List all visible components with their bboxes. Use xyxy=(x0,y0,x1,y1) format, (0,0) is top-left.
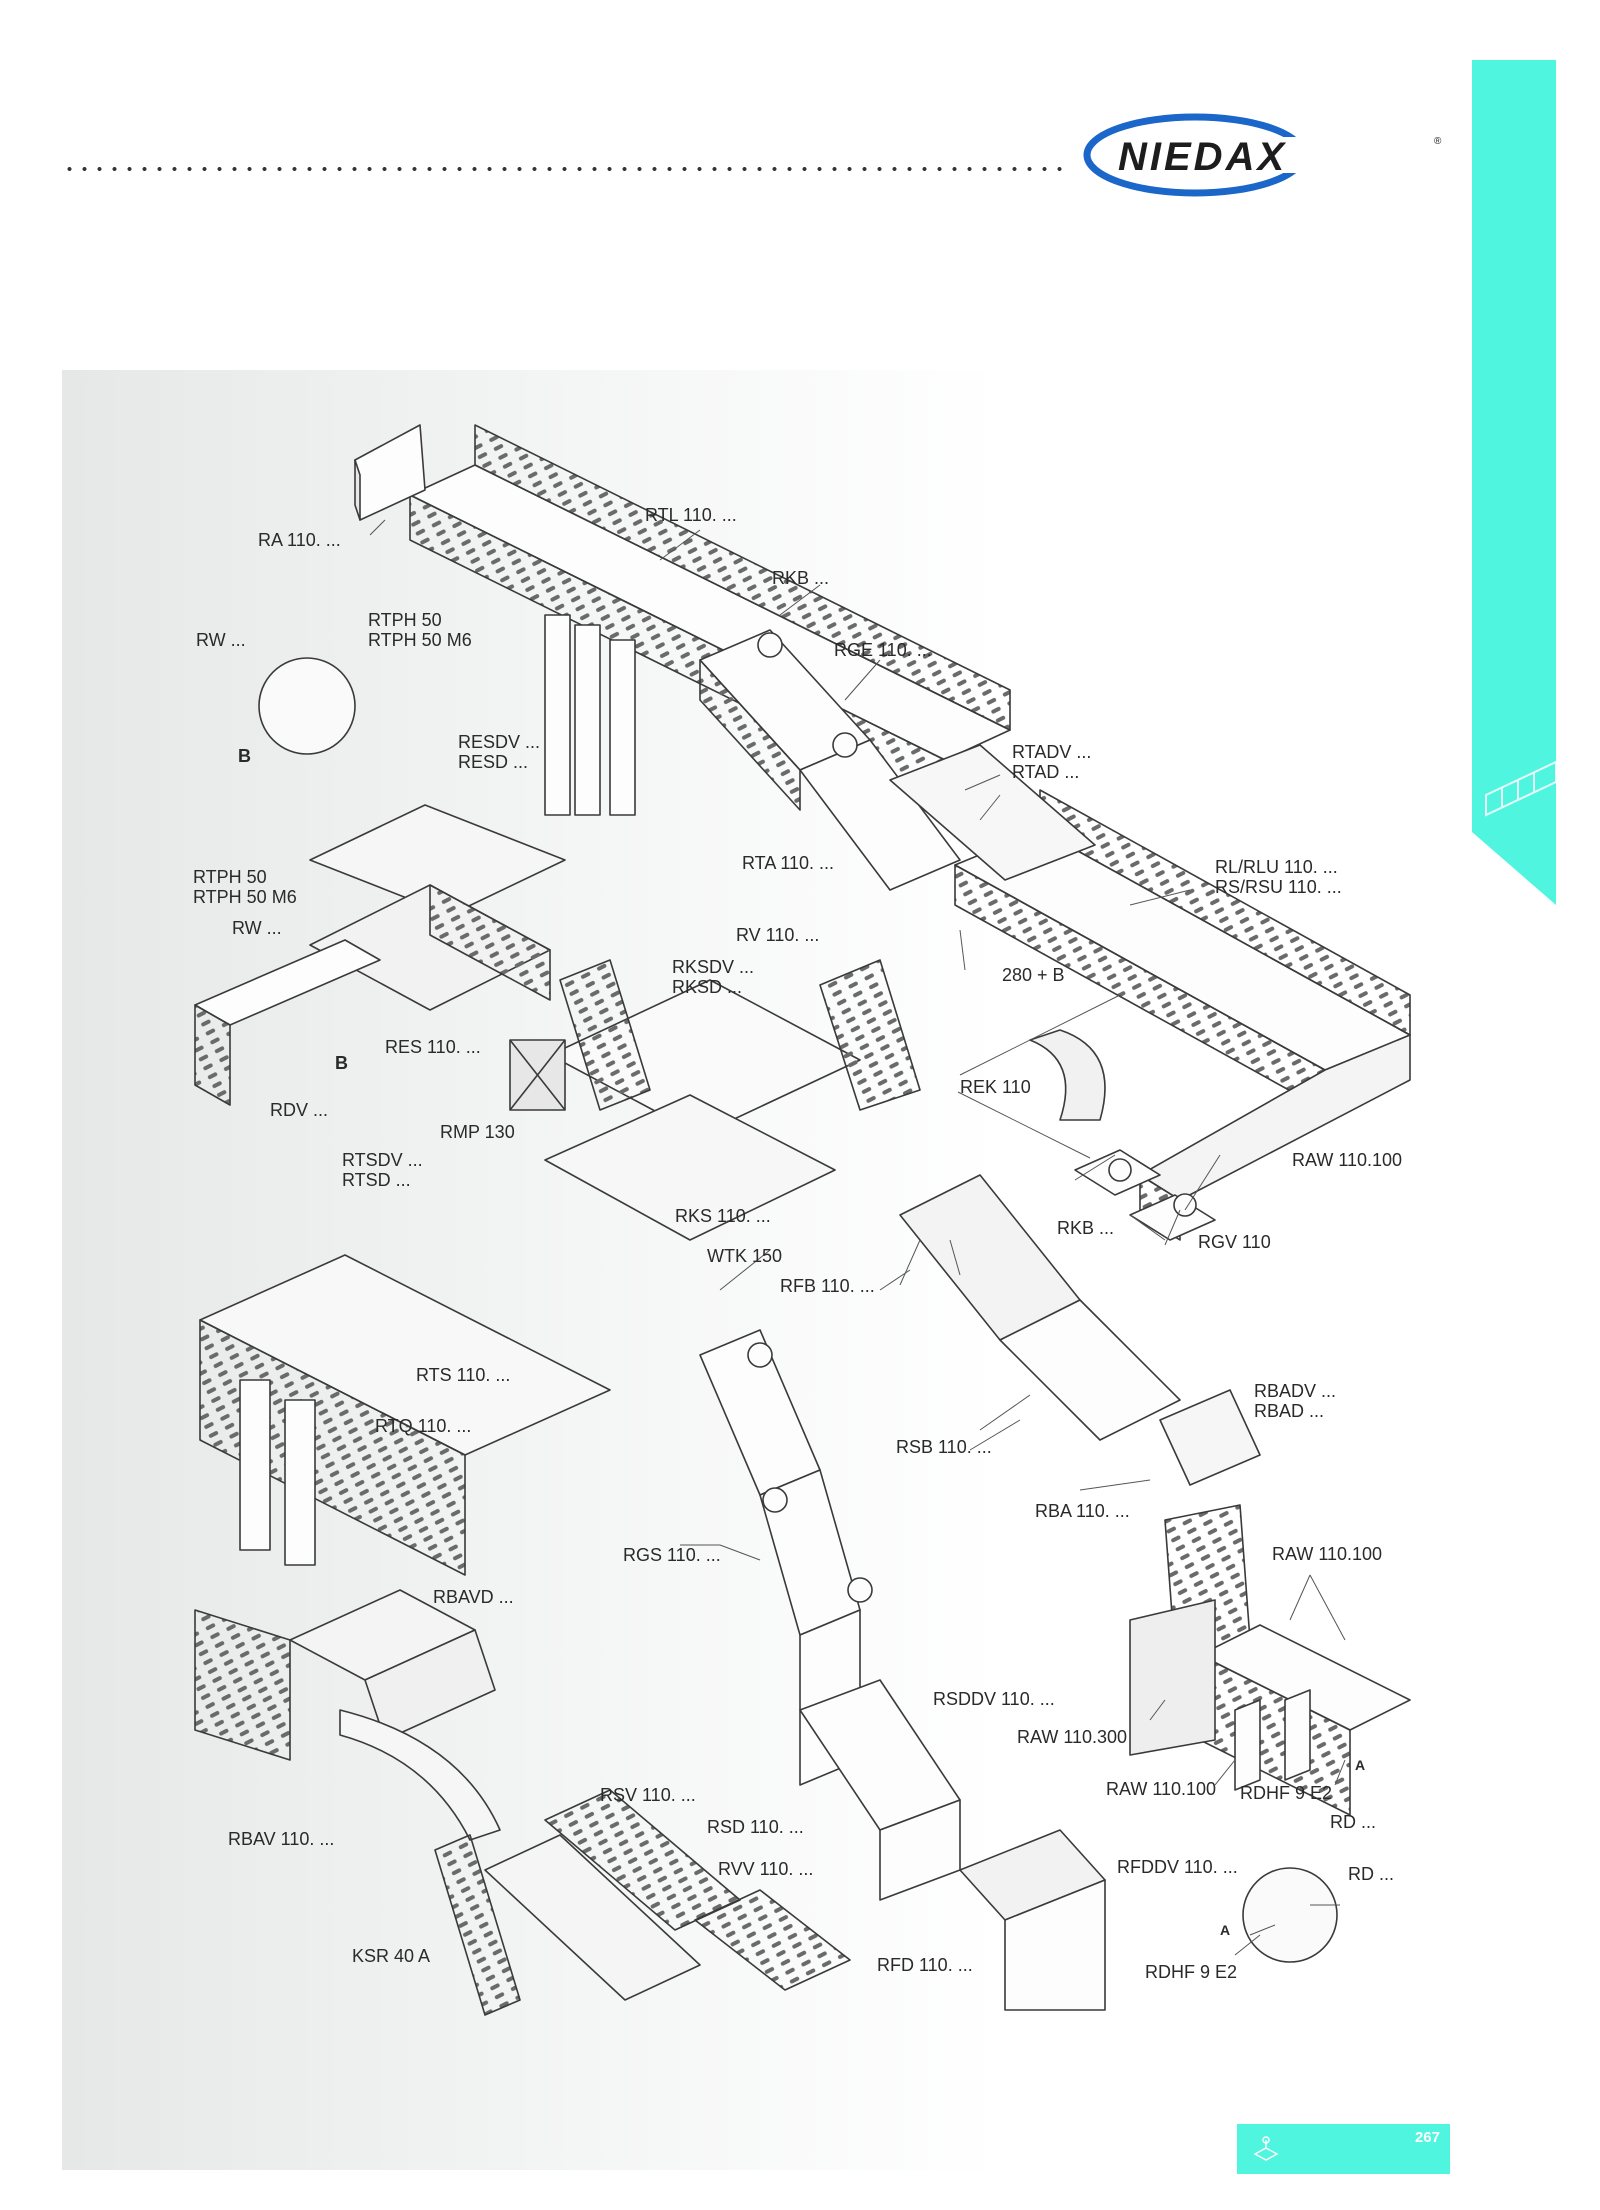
label-rfddv: RFDDV 110. ... xyxy=(1117,1857,1238,1877)
label-raw-bottom: RAW 110.100 xyxy=(1106,1779,1217,1799)
label-rksdv: RKSDV ... xyxy=(672,957,755,977)
label-rks: RKS 110. ... xyxy=(675,1206,771,1226)
page-number-tab: 267 xyxy=(1237,2124,1450,2174)
label-rts: RTS 110. ... xyxy=(416,1365,511,1385)
label-rgv: RGV 110 xyxy=(1198,1232,1271,1252)
label-detail-b-mid: B xyxy=(335,1053,348,1073)
label-rtph-mid-1: RTPH 50 xyxy=(193,867,267,887)
label-rw-mid: RW ... xyxy=(232,918,282,938)
label-rtl: RTL 110. ... xyxy=(645,505,737,525)
label-rtph-top-2: RTPH 50 M6 xyxy=(368,630,472,650)
label-rge: RGE 110. ... xyxy=(834,640,932,660)
label-rv: RV 110. ... xyxy=(736,925,820,945)
label-rba: RBA 110. ... xyxy=(1035,1501,1130,1521)
label-resd: RESD ... xyxy=(458,752,529,772)
tray-icon xyxy=(1253,2136,1279,2161)
label-rw-top: RW ... xyxy=(196,630,246,650)
label-dimension: 280 + B xyxy=(1002,965,1065,985)
label-rsddv: RSDDV 110. ... xyxy=(933,1689,1055,1709)
label-rd-upper: RD ... xyxy=(1330,1812,1377,1832)
label-rtph-top-1: RTPH 50 xyxy=(368,610,442,630)
label-wtk: WTK 150 xyxy=(707,1246,783,1266)
label-rsv: RSV 110. ... xyxy=(600,1785,696,1805)
label-rtph-mid-2: RTPH 50 M6 xyxy=(193,887,297,907)
label-rkb-top: RKB ... xyxy=(772,568,830,588)
label-rtq: RTQ 110. ... xyxy=(375,1416,472,1436)
label-raw300: RAW 110.300 xyxy=(1017,1727,1128,1747)
label-rtad: RTAD ... xyxy=(1012,762,1080,782)
label-raw-right: RAW 110.100 xyxy=(1292,1150,1403,1170)
label-raw-lower: RAW 110.100 xyxy=(1272,1544,1383,1564)
label-rbavd: RBAVD ... xyxy=(433,1587,514,1607)
label-rksd: RKSD ... xyxy=(672,977,743,997)
label-rta: RTA 110. ... xyxy=(742,853,835,873)
label-rdv: RDV ... xyxy=(270,1100,329,1120)
label-detail-b-top: B xyxy=(238,746,251,766)
label-detail-a-lower: A xyxy=(1220,1922,1231,1938)
label-rbad: RBAD ... xyxy=(1254,1401,1325,1421)
label-rvv: RVV 110. ... xyxy=(718,1859,814,1879)
label-rkb-mid: RKB ... xyxy=(1057,1218,1115,1238)
label-rdhf-upper: RDHF 9 E2 xyxy=(1240,1783,1333,1803)
label-rl: RL/RLU 110. ... xyxy=(1215,857,1338,877)
label-res: RES 110. ... xyxy=(385,1037,481,1057)
label-rbav: RBAV 110. ... xyxy=(228,1829,335,1849)
label-detail-a-upper: A xyxy=(1355,1757,1366,1773)
svg-text:NIEDAX: NIEDAX xyxy=(1118,135,1287,179)
dotted-rule xyxy=(62,165,1068,173)
label-rd-lower: RD ... xyxy=(1348,1864,1395,1884)
label-rmp: RMP 130 xyxy=(440,1122,515,1142)
label-rfd: RFD 110. ... xyxy=(877,1955,973,1975)
label-rdhf-lower: RDHF 9 E2 xyxy=(1145,1962,1238,1982)
svg-text:®: ® xyxy=(1434,136,1442,147)
label-rtsd: RTSD ... xyxy=(342,1170,411,1190)
label-rfb: RFB 110. ... xyxy=(780,1276,875,1296)
label-ra: RA 110. ... xyxy=(258,530,341,550)
label-rsb: RSB 110. ... xyxy=(896,1437,992,1457)
label-rtsdv: RTSDV ... xyxy=(342,1150,423,1170)
page-number: 267 xyxy=(1414,2129,1440,2146)
label-rtadv: RTADV ... xyxy=(1012,742,1092,762)
label-rbadv: RBADV ... xyxy=(1254,1381,1337,1401)
label-ksr: KSR 40 A xyxy=(352,1946,431,1966)
label-rgs: RGS 110. ... xyxy=(623,1545,721,1565)
label-rs: RS/RSU 110. ... xyxy=(1215,877,1342,897)
label-resdv: RESDV ... xyxy=(458,732,541,752)
niedax-logo: NIEDAX ® xyxy=(1083,113,1442,197)
label-rek: REK 110 xyxy=(960,1077,1031,1097)
side-tab-accent xyxy=(1472,60,1557,905)
label-rsd: RSD 110. ... xyxy=(707,1817,804,1837)
